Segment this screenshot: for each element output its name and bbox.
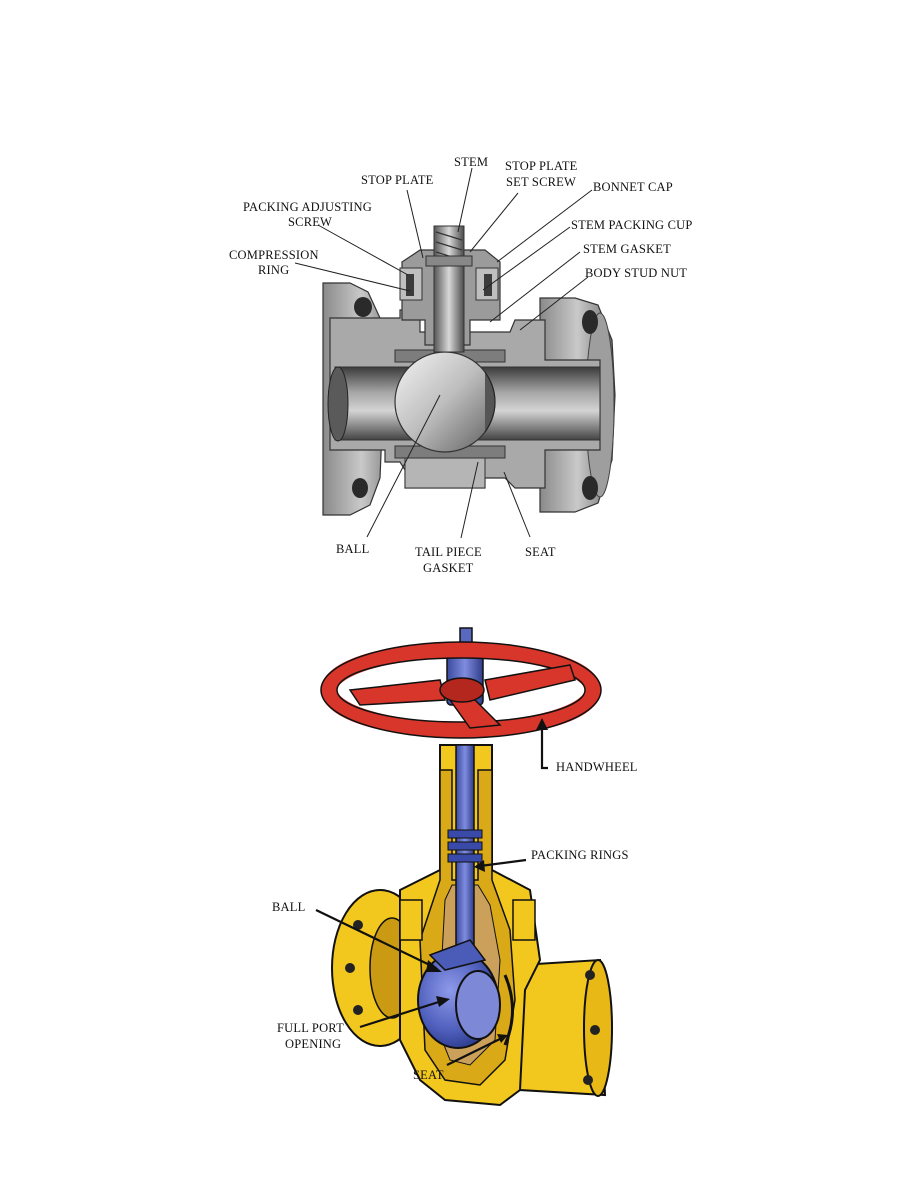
packing-adjusting-screw-right bbox=[484, 274, 492, 296]
label-body-stud-nut: BODY STUD NUT bbox=[585, 266, 687, 280]
label-ball-bottom: BALL bbox=[272, 900, 305, 914]
packing-ring-2 bbox=[447, 841, 483, 851]
label-compression-ring-line2: RING bbox=[258, 263, 289, 277]
packing-ring-1 bbox=[447, 829, 483, 839]
bonnet-stud-right bbox=[512, 899, 536, 941]
right-flange-bolt-1 bbox=[585, 970, 595, 980]
tail-piece bbox=[404, 457, 486, 489]
seat-arrow bbox=[497, 1034, 508, 1043]
label-tail-piece-gasket-line1: TAIL PIECE bbox=[415, 545, 482, 559]
handwheel-rim-outline-inner bbox=[336, 657, 586, 723]
full-port-arrow bbox=[436, 996, 450, 1007]
handwheel-rim-outline-outer bbox=[320, 641, 602, 739]
label-packing-adjusting-screw-line2: SCREW bbox=[288, 215, 332, 229]
label-stop-plate-set-screw-line1: STOP PLATE bbox=[505, 159, 578, 173]
right-flange-bolt-hole-bottom bbox=[582, 476, 598, 500]
left-flange-bolt-1 bbox=[353, 920, 363, 930]
label-packing-rings: PACKING RINGS bbox=[531, 848, 629, 862]
label-bonnet-cap: BONNET CAP bbox=[593, 180, 673, 194]
label-packing-adjusting-screw-line1: PACKING ADJUSTING bbox=[243, 200, 372, 214]
label-tail-piece-gasket-line2: GASKET bbox=[423, 561, 474, 575]
label-handwheel: HANDWHEEL bbox=[556, 760, 638, 774]
right-flange-bolt-hole-top bbox=[582, 310, 598, 334]
label-seat-top: SEAT bbox=[525, 545, 556, 559]
handwheel-spoke-left bbox=[348, 679, 446, 706]
ball-top-wedge bbox=[428, 939, 487, 971]
label-compression-ring-line1: COMPRESSION bbox=[229, 248, 319, 262]
handwheel-arrow bbox=[536, 718, 548, 730]
figure1-labels: STEM STOP PLATE STOP PLATE SET SCREW BON… bbox=[229, 155, 693, 575]
seat-arc bbox=[503, 974, 514, 1046]
label-stem-packing-cup: STEM PACKING CUP bbox=[571, 218, 693, 232]
ball-valve-cutaway-figure bbox=[322, 225, 616, 516]
label-seat-bottom: SEAT bbox=[413, 1068, 444, 1082]
bonnet-stud-left bbox=[399, 899, 423, 941]
figure2-leader-lines bbox=[315, 718, 548, 1066]
packing-rings-arrow bbox=[474, 860, 485, 872]
packing-ring-3 bbox=[447, 853, 483, 863]
right-flange-bolt-2 bbox=[590, 1025, 600, 1035]
label-stem-gasket: STEM GASKET bbox=[583, 242, 671, 256]
label-stop-plate-set-screw-line2: SET SCREW bbox=[506, 175, 576, 189]
label-stem: STEM bbox=[454, 155, 488, 169]
figure2-labels: HANDWHEEL PACKING RINGS BALL FULL PORT O… bbox=[272, 760, 638, 1082]
left-flange-bolt-hole-top bbox=[354, 297, 372, 317]
left-flange-bolt-3 bbox=[353, 1005, 363, 1015]
left-flange-bolt-hole-bottom bbox=[352, 478, 368, 498]
ball-arrow bbox=[426, 960, 442, 972]
handwheel-hub bbox=[439, 677, 485, 703]
stem-shaft bbox=[433, 225, 465, 353]
right-flange-bolt-3 bbox=[583, 1075, 593, 1085]
left-bore-opening bbox=[327, 366, 349, 442]
ball-port bbox=[484, 371, 496, 433]
figure1-leader-lines bbox=[294, 167, 593, 539]
label-stop-plate: STOP PLATE bbox=[361, 173, 434, 187]
label-full-port-opening-line2: OPENING bbox=[285, 1037, 341, 1051]
label-ball-top: BALL bbox=[336, 542, 369, 556]
handwheel-spoke-right bbox=[484, 664, 576, 701]
full-port-opening-blue bbox=[455, 970, 501, 1040]
handwheel-rim bbox=[321, 642, 601, 738]
left-flange-bolt-2 bbox=[345, 963, 355, 973]
stop-plate bbox=[425, 255, 473, 267]
label-full-port-opening-line1: FULL PORT bbox=[277, 1021, 344, 1035]
packing-adjusting-screw-left bbox=[406, 274, 414, 296]
handwheel-ball-valve-figure bbox=[320, 627, 613, 1107]
ball-sphere bbox=[394, 351, 496, 453]
